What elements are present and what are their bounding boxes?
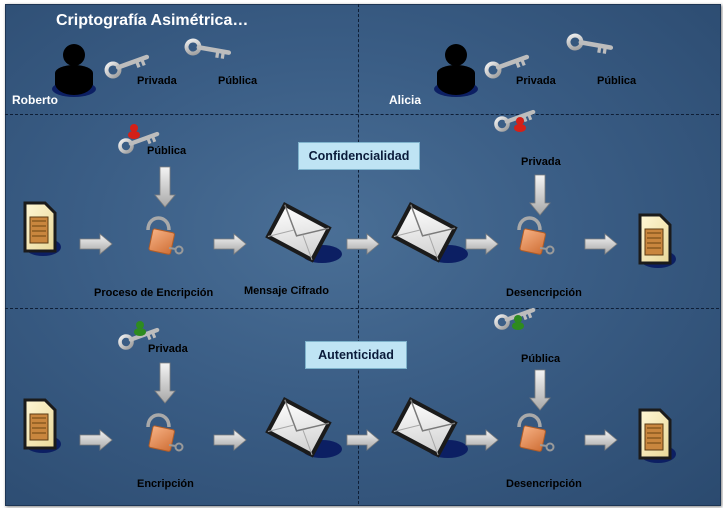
auth-encrypt-label: Encripción (137, 478, 194, 490)
alicia-public-label: Pública (597, 75, 637, 87)
conf-arrow-5-icon (584, 233, 618, 255)
auth-arrow-1-icon (79, 429, 113, 451)
conf-document-plain-icon (23, 201, 63, 258)
roberto-public-key-icon (184, 32, 229, 69)
alicia-person-icon (434, 44, 478, 97)
conf-arrow-4-icon (465, 233, 499, 255)
auth-arrow-down-left-icon (154, 362, 176, 404)
auth-arrow-3-icon (346, 429, 380, 451)
page-title: Criptografía Asimétrica… (56, 12, 249, 29)
conf-envelope-left-icon (265, 202, 344, 265)
conf-decrypt-label: Desencripción (506, 287, 582, 299)
conf-arrow-2-icon (213, 233, 247, 255)
auth-right-key-label: Pública (521, 353, 561, 365)
conf-encrypt-label: Proceso de Encripción (94, 287, 214, 299)
roberto-person-icon (52, 44, 96, 97)
conf-left-owner-icon (128, 124, 140, 139)
alicia-private-key-icon (487, 57, 527, 77)
roberto-public-label: Pública (218, 75, 258, 87)
conf-envelope-right-icon (391, 202, 470, 265)
auth-padlock-encrypt-icon (146, 413, 185, 454)
conf-arrow-down-right-icon (529, 174, 551, 216)
alicia-public-key-icon (566, 27, 611, 64)
vertical-divider (358, 4, 359, 504)
conf-arrow-3-icon (346, 233, 380, 255)
conf-padlock-encrypt-icon (146, 216, 185, 257)
auth-arrow-4-icon (465, 429, 499, 451)
auth-document-result-icon (638, 408, 678, 465)
auth-envelope-left-icon (265, 397, 344, 460)
auth-envelope-right-icon (391, 397, 470, 460)
conf-message-label: Mensaje Cifrado (244, 285, 329, 297)
slide-panel (5, 4, 721, 506)
conf-document-result-icon (638, 213, 678, 270)
confidentiality-heading: Confidencialidad (298, 142, 420, 170)
auth-padlock-decrypt-icon (517, 413, 556, 454)
auth-left-key-label: Privada (148, 343, 188, 355)
auth-decrypt-label: Desencripción (506, 478, 582, 490)
auth-left-owner-icon (134, 321, 146, 336)
auth-arrow-down-right-icon (529, 369, 551, 411)
auth-arrow-2-icon (213, 429, 247, 451)
conf-arrow-down-left-icon (154, 166, 176, 208)
roberto-private-key-icon (107, 57, 147, 77)
horizontal-divider-middle (5, 308, 719, 309)
auth-arrow-5-icon (584, 429, 618, 451)
conf-left-key-label: Pública (147, 145, 187, 157)
conf-right-key-label: Privada (521, 156, 561, 168)
authenticity-heading: Autenticidad (305, 341, 407, 369)
conf-arrow-1-icon (79, 233, 113, 255)
alicia-private-label: Privada (516, 75, 556, 87)
roberto-name: Roberto (12, 93, 58, 107)
conf-padlock-decrypt-icon (517, 216, 556, 257)
alicia-name: Alicia (389, 93, 422, 107)
horizontal-divider-top (5, 114, 719, 115)
auth-document-plain-icon (23, 398, 63, 455)
roberto-private-label: Privada (137, 75, 177, 87)
